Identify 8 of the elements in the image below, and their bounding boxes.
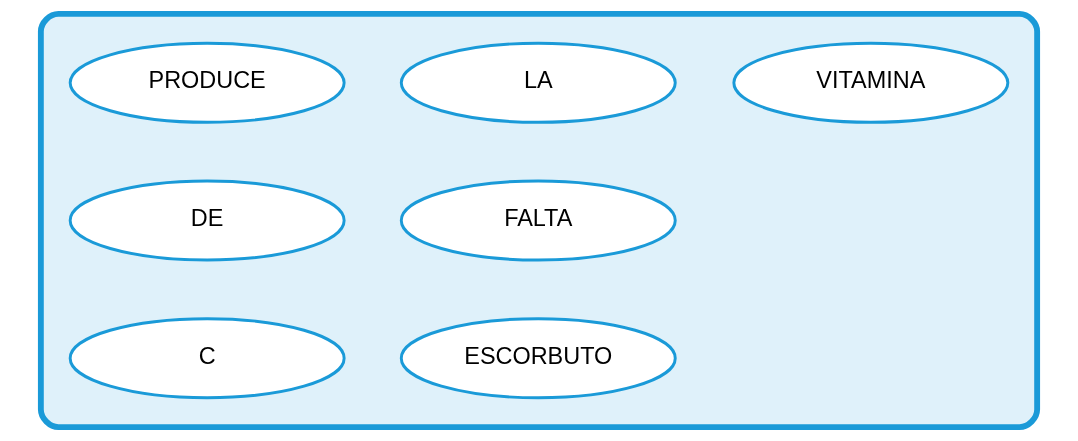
node-ellipse: PRODUCE <box>68 41 346 124</box>
node-ellipse: ESCORBUTO <box>399 317 677 400</box>
node-ellipse: DE <box>68 179 346 262</box>
cluster <box>37 11 1041 430</box>
node-ellipse: VITAMINA <box>732 41 1010 124</box>
node-ellipse: FALTA <box>399 179 677 262</box>
node-ellipse: C <box>68 317 346 400</box>
node-ellipse: LA <box>399 41 677 124</box>
